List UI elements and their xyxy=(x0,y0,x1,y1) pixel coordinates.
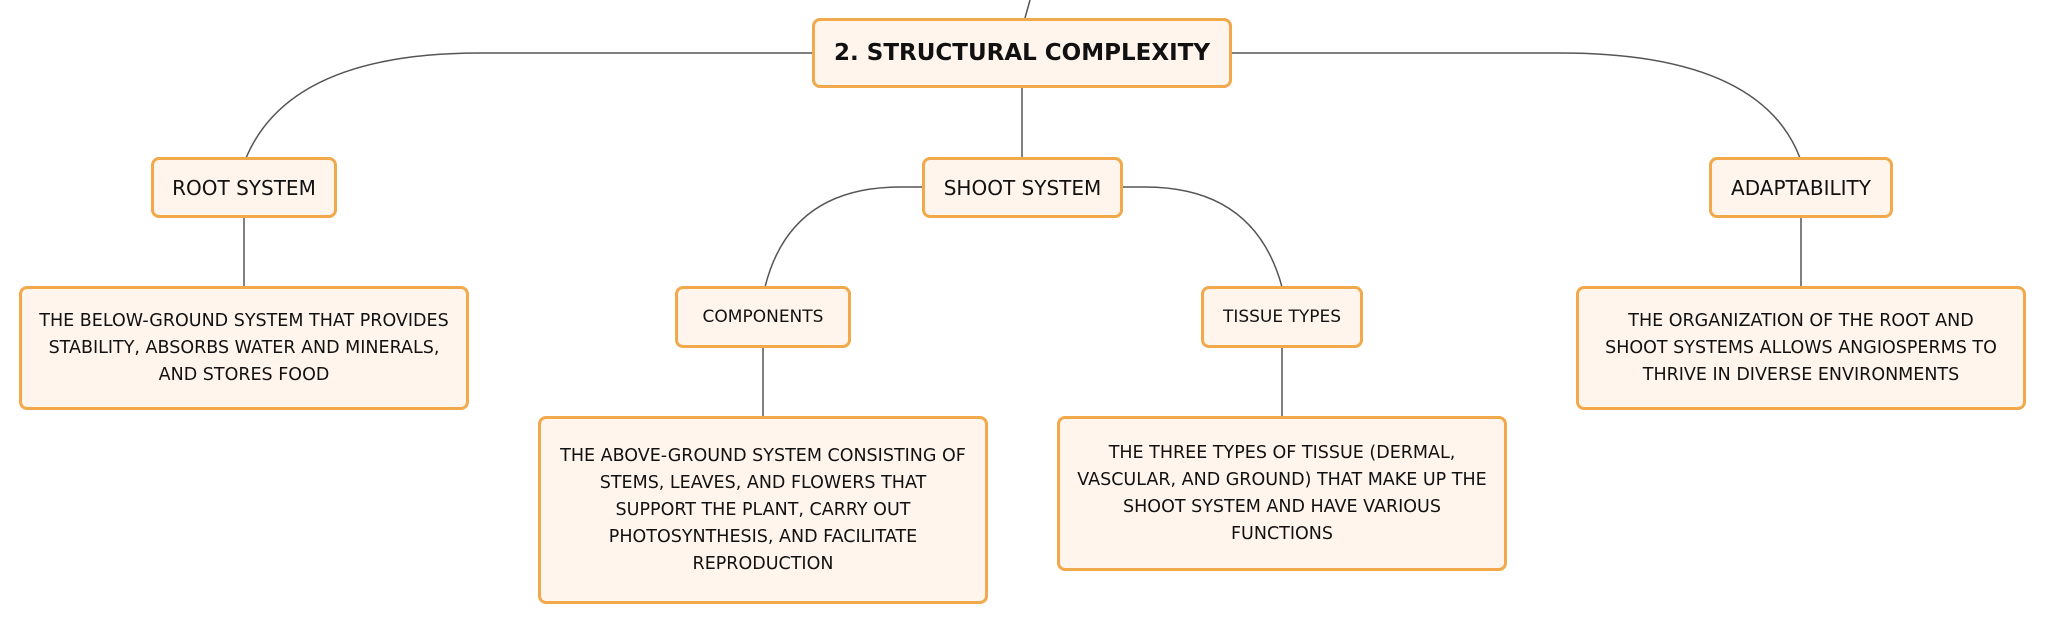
root-system-label: ROOT SYSTEM xyxy=(172,175,316,200)
tissue-types-description-node: THE THREE TYPES OF TISSUE (DERMAL, VASCU… xyxy=(1057,416,1507,571)
root-system-description-node: THE BELOW-GROUND SYSTEM THAT PROVIDES ST… xyxy=(19,286,469,410)
adaptability-node: ADAPTABILITY xyxy=(1709,157,1893,218)
connector-shoot-tissuetypes xyxy=(1122,186,1283,288)
connector-shoot-components xyxy=(764,186,922,288)
components-node: COMPONENTS xyxy=(675,286,851,348)
connector-root-rootsystem xyxy=(245,52,812,159)
components-description-node: THE ABOVE-GROUND SYSTEM CONSISTING OF ST… xyxy=(538,416,988,604)
root-system-node: ROOT SYSTEM xyxy=(151,157,337,218)
adaptability-label: ADAPTABILITY xyxy=(1731,175,1871,200)
root-system-description: THE BELOW-GROUND SYSTEM THAT PROVIDES ST… xyxy=(39,310,449,385)
tissue-types-description: THE THREE TYPES OF TISSUE (DERMAL, VASCU… xyxy=(1077,442,1487,544)
tissue-types-label: TISSUE TYPES xyxy=(1222,307,1342,327)
adaptability-description-node: THE ORGANIZATION OF THE ROOT AND SHOOT S… xyxy=(1576,286,2026,410)
shoot-system-node: SHOOT SYSTEM xyxy=(922,157,1123,218)
root-node-label: 2. STRUCTURAL COMPLEXITY xyxy=(834,40,1210,66)
components-label: COMPONENTS xyxy=(702,307,824,327)
tissue-types-node: TISSUE TYPES xyxy=(1201,286,1363,348)
components-description: THE ABOVE-GROUND SYSTEM CONSISTING OF ST… xyxy=(560,445,966,574)
shoot-system-label: SHOOT SYSTEM xyxy=(943,175,1102,200)
adaptability-description: THE ORGANIZATION OF THE ROOT AND SHOOT S… xyxy=(1605,310,1997,385)
root-node: 2. STRUCTURAL COMPLEXITY xyxy=(812,18,1232,88)
connector-root-adaptability xyxy=(1232,52,1801,159)
connector-parent-root xyxy=(1024,0,1031,19)
